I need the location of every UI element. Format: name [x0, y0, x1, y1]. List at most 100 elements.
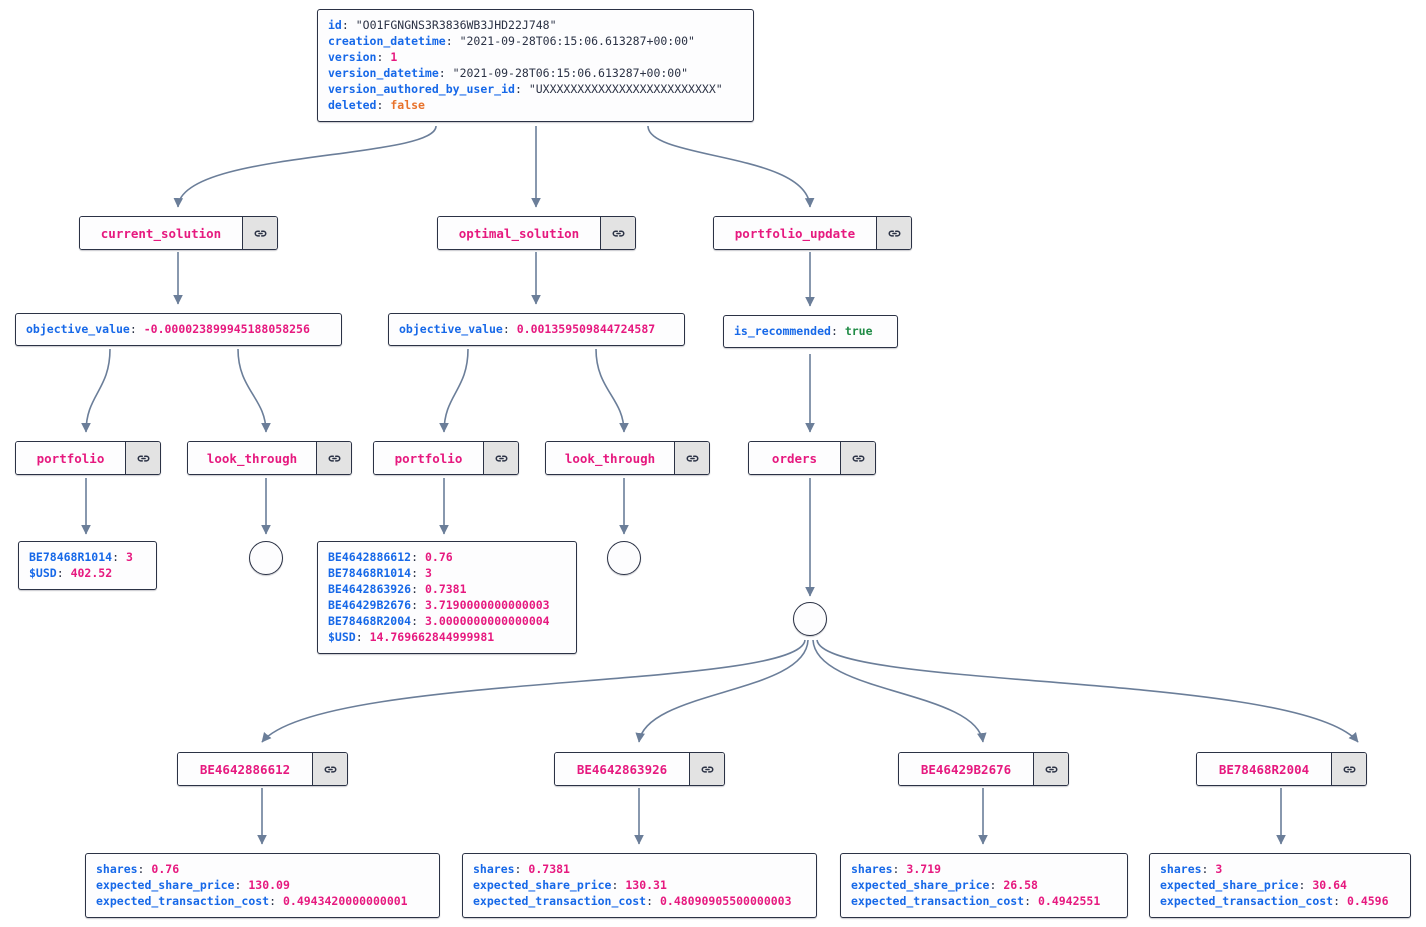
field-key: expected_share_price	[1160, 878, 1299, 892]
field-key: expected_share_price	[473, 878, 612, 892]
field-key: creation_datetime	[328, 34, 446, 48]
record-row: creation_datetime: "2021-09-28T06:15:06.…	[328, 33, 743, 49]
record-row: shares: 0.76	[96, 861, 429, 877]
link-icon[interactable]	[600, 217, 635, 249]
field-value: true	[844, 324, 873, 338]
record-row: version: 1	[328, 49, 743, 65]
optimal-solution-objective-value: objective_value: 0.001359509844724587	[388, 313, 685, 346]
current-look-through-empty-node[interactable]	[249, 541, 283, 575]
field-colon: :	[411, 566, 419, 580]
field-key: version	[328, 50, 377, 64]
link-icon[interactable]	[312, 753, 347, 785]
field-value: 0.76	[424, 550, 453, 564]
field-value: 0.4942551	[1037, 894, 1101, 908]
field-value: 1	[390, 50, 398, 64]
key-node-portfolio-optimal[interactable]: portfolio	[373, 441, 519, 475]
record-row: $USD: 14.769662844999981	[328, 629, 566, 645]
link-icon[interactable]	[1033, 753, 1068, 785]
field-colon: :	[411, 598, 419, 612]
key-node-label: look_through	[546, 442, 674, 474]
field-value: 26.58	[1003, 878, 1038, 892]
order-detail-be4642863926: shares: 0.7381 expected_share_price: 130…	[462, 853, 817, 918]
record-row: BE4642886612: 0.76	[328, 549, 566, 565]
field-key: shares	[96, 862, 138, 876]
key-node-portfolio-current[interactable]: portfolio	[15, 441, 161, 475]
record-row: expected_transaction_cost: 0.4942551	[851, 893, 1117, 909]
field-colon: :	[1298, 878, 1306, 892]
key-node-label: current_solution	[80, 217, 242, 249]
key-node-order-be78468r2004[interactable]: BE78468R2004	[1196, 752, 1367, 786]
field-key: shares	[1160, 862, 1202, 876]
field-value: "2021-09-28T06:15:06.613287+00:00"	[459, 34, 695, 48]
key-node-label: BE4642863926	[555, 753, 689, 785]
record-row: version_datetime: "2021-09-28T06:15:06.6…	[328, 65, 743, 81]
field-colon: :	[411, 550, 419, 564]
key-node-look-through-optimal[interactable]: look_through	[545, 441, 710, 475]
field-colon: :	[502, 322, 510, 336]
orders-collection-node[interactable]	[793, 602, 827, 636]
record-row: id: "O01FGNGNS3R3836WB3JHD22J748"	[328, 17, 743, 33]
field-colon: :	[376, 50, 384, 64]
link-icon[interactable]	[242, 217, 277, 249]
link-icon[interactable]	[316, 442, 351, 474]
field-colon: :	[234, 878, 242, 892]
key-node-portfolio-update[interactable]: portfolio_update	[713, 216, 912, 250]
field-value: 130.09	[248, 878, 290, 892]
key-node-order-be4642886612[interactable]: BE4642886612	[177, 752, 348, 786]
field-key: expected_transaction_cost	[1160, 894, 1334, 908]
key-node-order-be4642863926[interactable]: BE4642863926	[554, 752, 725, 786]
key-node-label: BE78468R2004	[1197, 753, 1331, 785]
key-node-label: portfolio_update	[714, 217, 876, 249]
field-value: 3.0000000000000004	[424, 614, 550, 628]
field-key: expected_transaction_cost	[96, 894, 270, 908]
field-colon: :	[129, 322, 137, 336]
field-colon: :	[438, 66, 446, 80]
field-colon: :	[989, 878, 997, 892]
field-colon: :	[1333, 894, 1341, 908]
key-node-order-be46429b2676[interactable]: BE46429B2676	[898, 752, 1069, 786]
field-key: BE46429B2676	[328, 598, 412, 612]
optimal-look-through-empty-node[interactable]	[607, 541, 641, 575]
record-row: objective_value: -0.00002389994518805825…	[26, 321, 331, 337]
link-icon[interactable]	[689, 753, 724, 785]
field-value: 402.52	[70, 566, 113, 580]
link-icon[interactable]	[674, 442, 709, 474]
order-detail-be4642886612: shares: 0.76 expected_share_price: 130.0…	[85, 853, 440, 918]
record-row: shares: 0.7381	[473, 861, 806, 877]
field-value: 14.769662844999981	[369, 630, 495, 644]
field-key: $USD	[328, 630, 356, 644]
record-row: BE78468R2004: 3.0000000000000004	[328, 613, 566, 629]
link-icon[interactable]	[840, 442, 875, 474]
field-colon: :	[830, 324, 838, 338]
field-colon: :	[56, 566, 64, 580]
key-node-label: orders	[749, 442, 840, 474]
record-row: $USD: 402.52	[29, 565, 146, 581]
key-node-label: look_through	[188, 442, 316, 474]
field-key: objective_value	[26, 322, 130, 336]
field-value: 0.001359509844724587	[516, 322, 656, 336]
record-row: deleted: false	[328, 97, 743, 113]
record-row: expected_transaction_cost: 0.48090905500…	[473, 893, 806, 909]
field-key: expected_transaction_cost	[473, 894, 647, 908]
field-colon: :	[411, 614, 419, 628]
key-node-current-solution[interactable]: current_solution	[79, 216, 278, 250]
field-value: "UXXXXXXXXXXXXXXXXXXXXXXXXX"	[528, 82, 723, 96]
key-node-orders[interactable]: orders	[748, 441, 876, 475]
record-row: BE78468R1014: 3	[328, 565, 566, 581]
field-value: false	[390, 98, 425, 112]
record-row: expected_share_price: 30.64	[1160, 877, 1400, 893]
link-icon[interactable]	[876, 217, 911, 249]
key-node-look-through-current[interactable]: look_through	[187, 441, 352, 475]
key-node-optimal-solution[interactable]: optimal_solution	[437, 216, 636, 250]
field-key: deleted	[328, 98, 377, 112]
link-icon[interactable]	[1331, 753, 1366, 785]
link-icon[interactable]	[125, 442, 160, 474]
field-value: "2021-09-28T06:15:06.613287+00:00"	[452, 66, 689, 80]
record-row: expected_transaction_cost: 0.4596	[1160, 893, 1400, 909]
root-record: id: "O01FGNGNS3R3836WB3JHD22J748" creati…	[317, 9, 754, 122]
field-colon: :	[112, 550, 120, 564]
field-colon: :	[445, 34, 453, 48]
current-solution-objective-value: objective_value: -0.00002389994518805825…	[15, 313, 342, 346]
link-icon[interactable]	[483, 442, 518, 474]
